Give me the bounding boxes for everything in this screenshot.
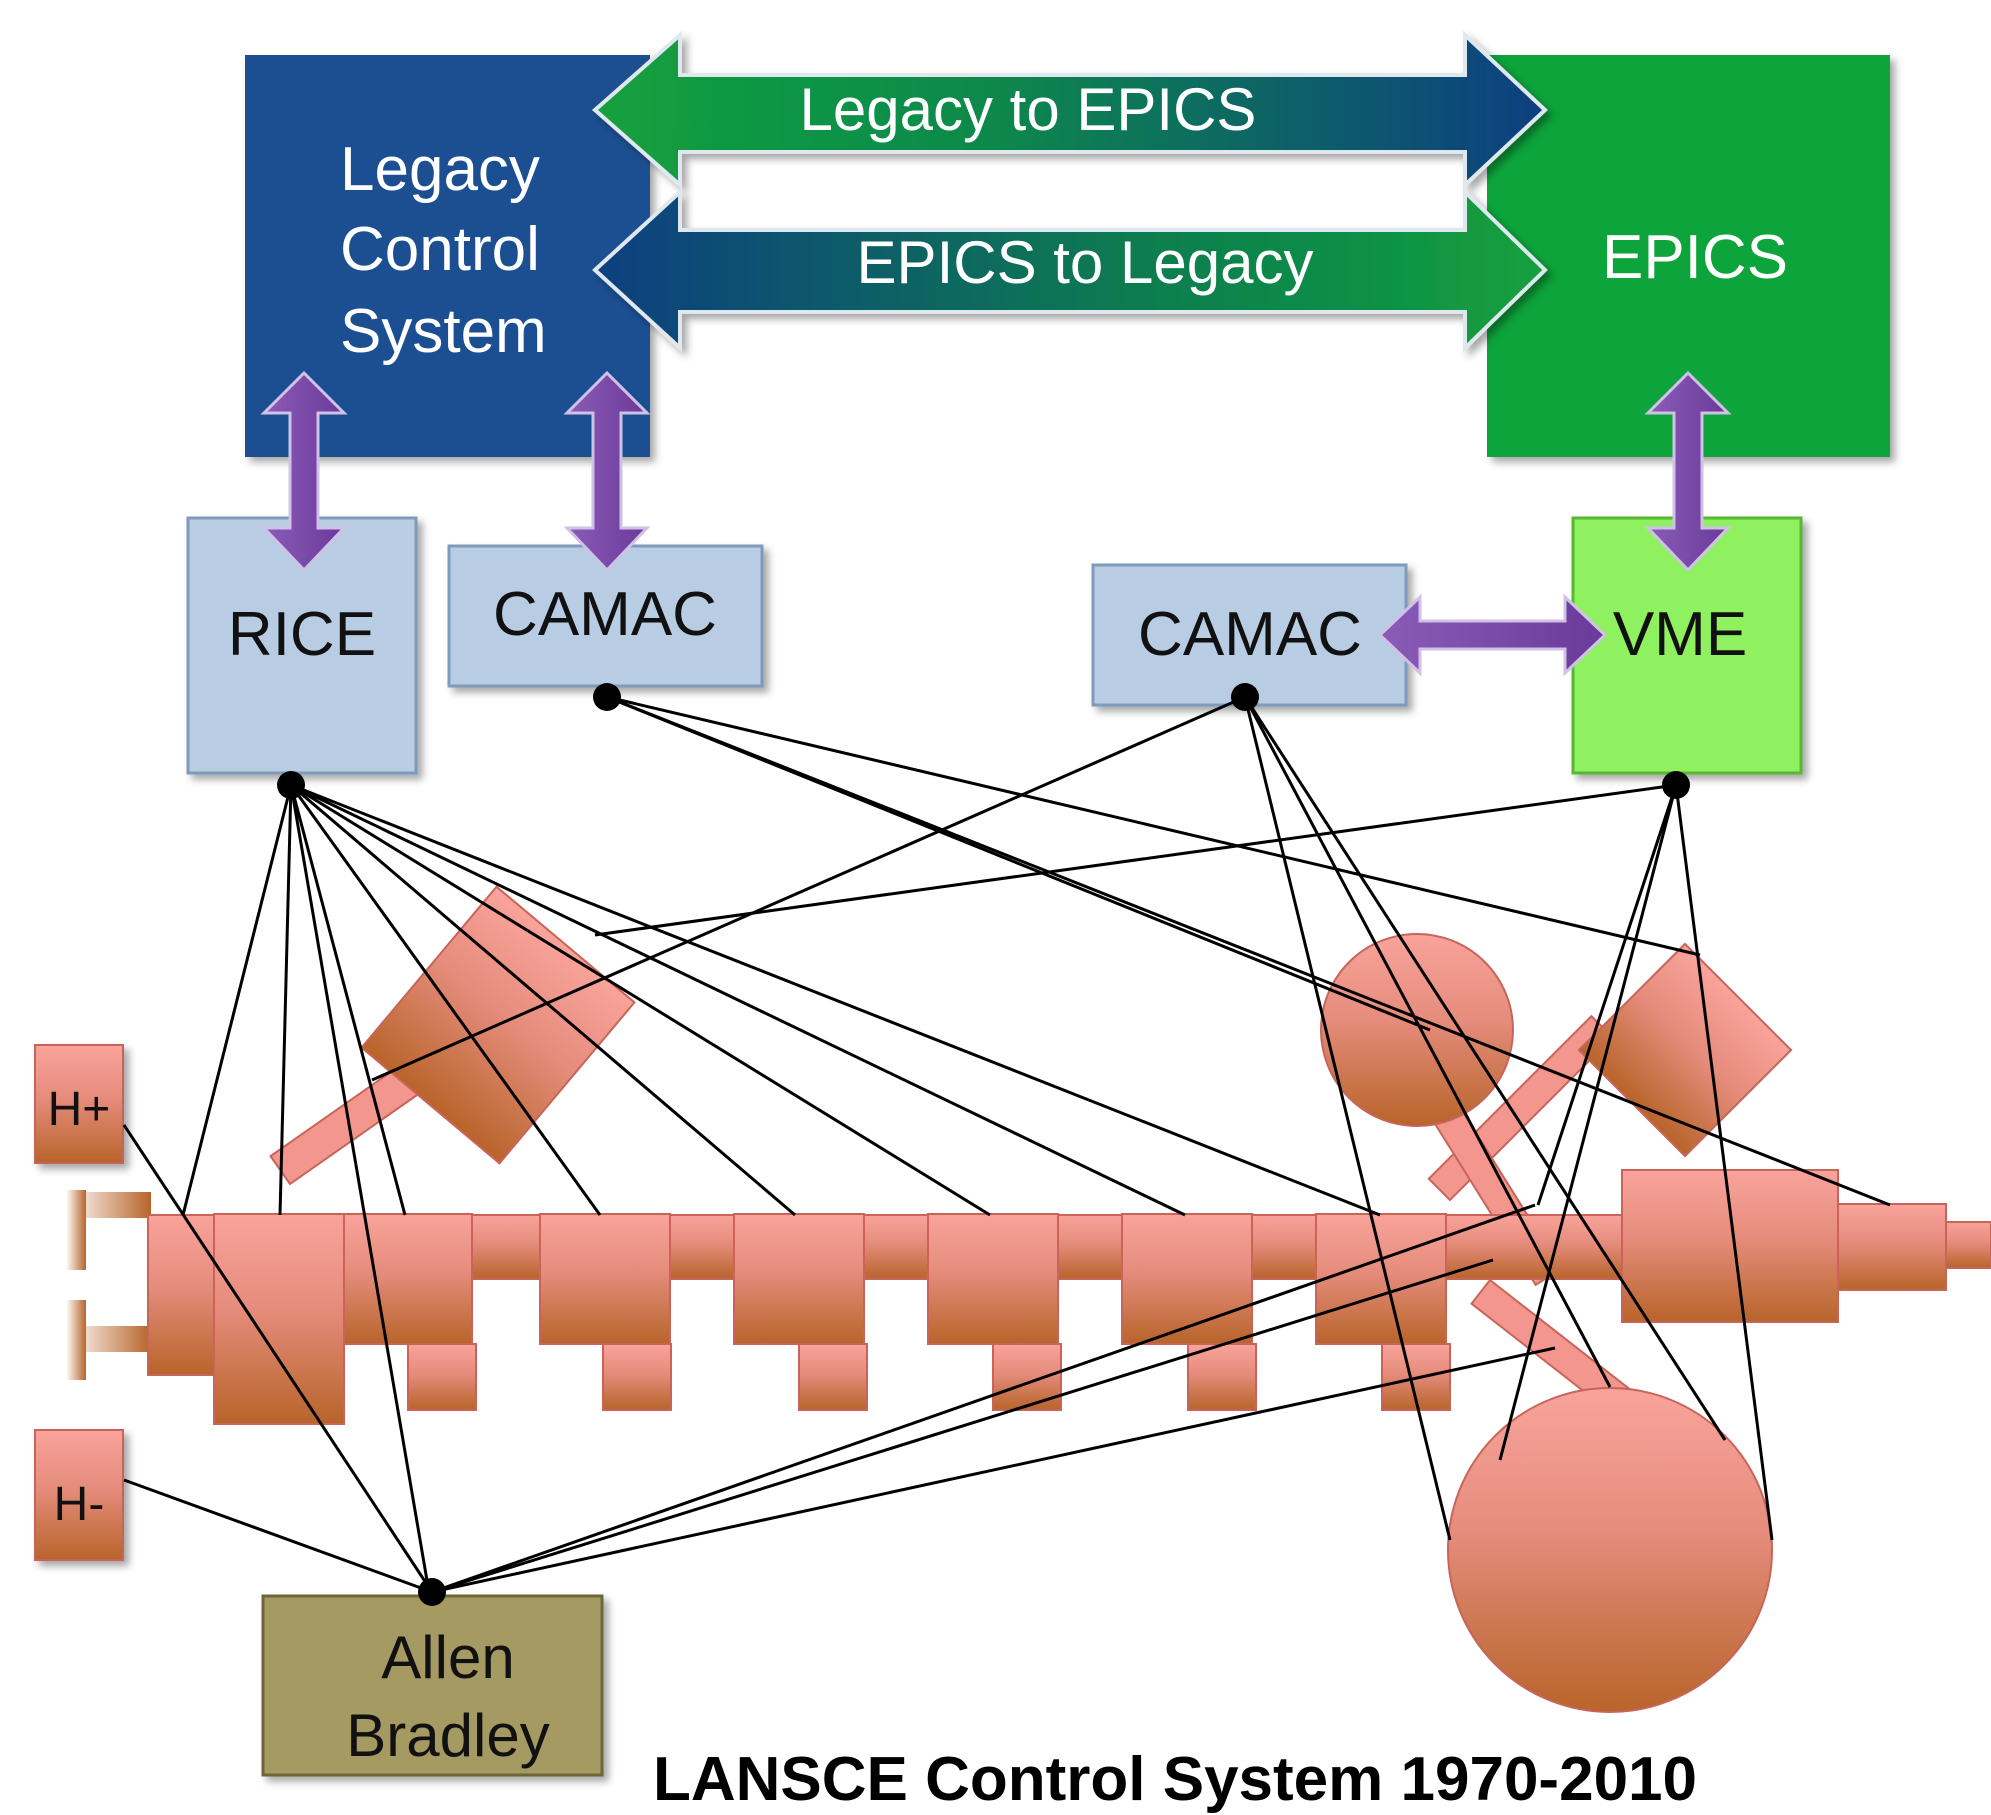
camac-left-label: CAMAC bbox=[493, 580, 717, 649]
linac-tank-6 bbox=[1121, 1213, 1253, 1345]
injector-block bbox=[147, 1214, 217, 1376]
camac-right-label: CAMAC bbox=[1138, 600, 1362, 669]
camac-left-hub-dot bbox=[593, 683, 621, 711]
rice-label: RICE bbox=[228, 600, 376, 669]
linac-tank-2 bbox=[343, 1213, 473, 1345]
legacy-camac-connector bbox=[563, 370, 651, 573]
beam-exit bbox=[1945, 1221, 1991, 1269]
h-plus-source bbox=[34, 1044, 124, 1164]
allen-bradley-line2: Bradley bbox=[346, 1702, 549, 1769]
linac-sub-6 bbox=[1187, 1343, 1257, 1411]
linac-tank-3 bbox=[539, 1213, 671, 1345]
epics-to-legacy-label: EPICS to Legacy bbox=[857, 229, 1314, 296]
camac-vme-connector bbox=[1377, 593, 1608, 677]
rice-hub-dot bbox=[277, 771, 305, 799]
allen-bradley-hub-dot bbox=[418, 1578, 446, 1606]
lower-ring bbox=[1447, 1387, 1773, 1713]
linac-tank-7 bbox=[1315, 1213, 1447, 1345]
linac-tank-4 bbox=[733, 1213, 865, 1345]
h-minus-source bbox=[34, 1429, 124, 1561]
high-energy-section bbox=[1621, 1169, 1839, 1323]
vme-label: VME bbox=[1613, 600, 1747, 669]
legacy-to-epics-arrow bbox=[591, 30, 1548, 190]
allen-bradley-box bbox=[261, 1594, 604, 1777]
linac-sub-4 bbox=[798, 1343, 868, 1411]
linac-sub-2 bbox=[407, 1343, 477, 1411]
epics-to-legacy-arrow bbox=[592, 187, 1548, 353]
h-plus-label: H+ bbox=[48, 1083, 111, 1136]
legacy-box-line1: Legacy bbox=[340, 135, 540, 204]
legacy-box-line3: System bbox=[340, 297, 547, 366]
linac-tank-5 bbox=[927, 1213, 1059, 1345]
linac-sub-3 bbox=[602, 1343, 672, 1411]
upper-ring bbox=[1320, 933, 1514, 1127]
signal-wiring bbox=[122, 695, 1891, 1599]
linac-tank-1 bbox=[213, 1213, 345, 1425]
epics-vme-connector bbox=[1644, 370, 1732, 573]
vme-hub-dot bbox=[1662, 771, 1690, 799]
legacy-rice-connector bbox=[260, 370, 348, 573]
legacy-to-epics-label: Legacy to EPICS bbox=[800, 76, 1257, 143]
legacy-box-line2: Control bbox=[340, 215, 540, 284]
h-minus-label: H- bbox=[54, 1478, 105, 1531]
beam-stop-section bbox=[1837, 1203, 1947, 1291]
camac-right-hub-dot bbox=[1231, 683, 1259, 711]
diagram-caption: LANSCE Control System 1970-2010 bbox=[652, 1745, 1698, 1814]
allen-bradley-line1: Allen bbox=[381, 1624, 514, 1691]
epics-box-label: EPICS bbox=[1602, 223, 1788, 292]
linac-sub-5 bbox=[992, 1343, 1062, 1411]
